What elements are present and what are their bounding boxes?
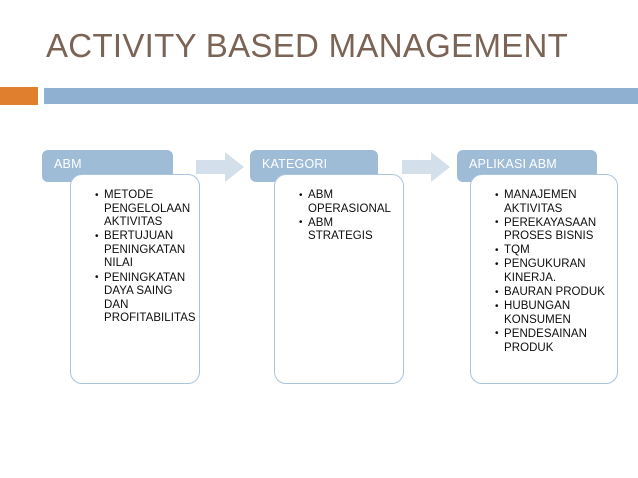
list-item: PENGUKURAN KINERJA. [495, 258, 609, 285]
list-item: MANAJEMEN AKTIVITAS [495, 188, 609, 216]
list-item: PEREKAYASAAN PROSES BISNIS [495, 216, 609, 244]
list-item: ABM OPERASIONAL [299, 188, 395, 216]
bullet-list: MANAJEMEN AKTIVITAS PEREKAYASAAN PROSES … [483, 188, 609, 355]
arrow-right-shape [196, 152, 244, 182]
arrow-right-icon [402, 152, 450, 182]
arrow-right-shape [402, 152, 450, 182]
list-item: PENINGKATAN DAYA SAING DAN PROFITABILITA… [95, 271, 196, 326]
column-content-box: METODE PENGELOLAAN AKTIVITAS BERTUJUAN P… [70, 174, 200, 384]
divider-accent-orange [0, 87, 38, 105]
list-item: HUBUNGAN KONSUMEN [495, 300, 609, 327]
column-content-box: ABM OPERASIONAL ABM STRATEGIS [274, 174, 404, 384]
list-item: PENDESAINAN PRODUK [495, 327, 609, 355]
bullet-list: METODE PENGELOLAAN AKTIVITAS BERTUJUAN P… [83, 189, 196, 326]
list-item: BAURAN PRODUK [495, 286, 609, 300]
bullet-list: ABM OPERASIONAL ABM STRATEGIS [287, 188, 395, 244]
divider-accent-blue [44, 88, 638, 104]
list-item: BERTUJUAN PENINGKATAN NILAI [95, 230, 191, 271]
list-item: TQM [495, 244, 609, 258]
column-content-box: MANAJEMEN AKTIVITAS PEREKAYASAAN PROSES … [470, 174, 618, 384]
arrow-right-icon [196, 152, 244, 182]
list-item: ABM STRATEGIS [299, 216, 395, 244]
page-title: ACTIVITY BASED MANAGEMENT [46, 27, 569, 64]
list-item: METODE PENGELOLAAN AKTIVITAS [95, 189, 191, 230]
